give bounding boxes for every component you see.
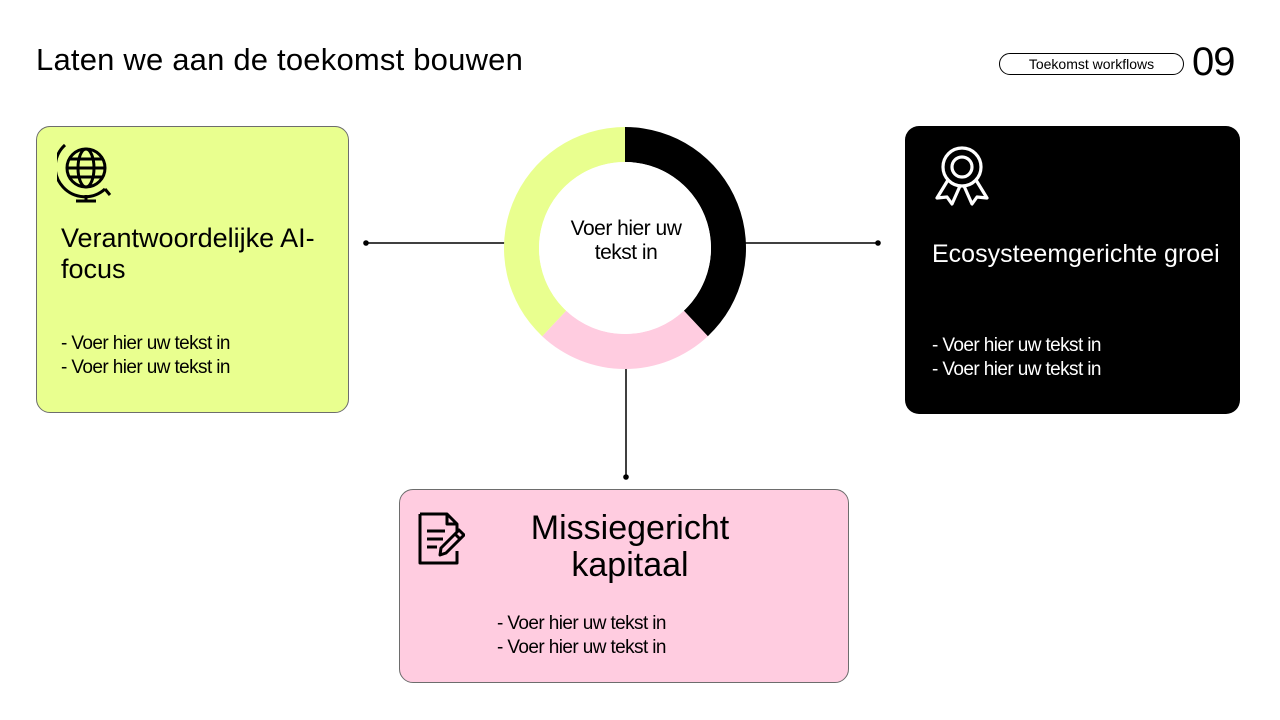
card-bottom-title-line2: kapitaal xyxy=(571,546,689,584)
card-right-bullet-2: - Voer hier uw tekst in xyxy=(932,359,1101,380)
slide-title: Laten we aan de toekomst bouwen xyxy=(36,42,524,77)
award-ribbon-icon xyxy=(935,146,989,206)
donut-segment-black xyxy=(625,127,746,337)
document-edit-icon xyxy=(418,512,465,565)
connector-right-dot xyxy=(875,240,881,246)
page-number: 09 xyxy=(1192,40,1235,84)
card-right-bullets: - Voer hier uw tekst in - Voer hier uw t… xyxy=(932,334,1101,382)
card-left-bullets: - Voer hier uw tekst in - Voer hier uw t… xyxy=(61,332,230,380)
card-bottom-title: Missiegericht kapitaal xyxy=(490,510,770,584)
connector-left-dot xyxy=(363,240,369,246)
hub-inner-circle xyxy=(539,162,711,334)
card-left-bullet-1: - Voer hier uw tekst in xyxy=(61,333,230,354)
globe-icon xyxy=(57,143,112,203)
card-bottom-bullet-1: - Voer hier uw tekst in xyxy=(497,613,666,634)
donut-segment-lime xyxy=(504,127,625,337)
hub-donut xyxy=(504,127,746,369)
hub-label: Voer hier uw tekst in xyxy=(570,217,682,264)
card-responsible-ai: Verantwoordelijke AI-focus - Voer hier u… xyxy=(36,126,349,413)
card-left-title: Verantwoordelijke AI-focus xyxy=(61,223,315,284)
card-bottom-bullets: - Voer hier uw tekst in - Voer hier uw t… xyxy=(497,612,666,660)
card-left-bullet-2: - Voer hier uw tekst in xyxy=(61,357,230,378)
connector-bottom-dot xyxy=(623,474,629,480)
card-bottom-bullet-2: - Voer hier uw tekst in xyxy=(497,637,666,658)
donut-segment-pink xyxy=(542,310,708,369)
card-bottom-title-line1: Missiegericht xyxy=(530,509,730,547)
card-right-title: Ecosysteemgerichte groei xyxy=(932,240,1220,268)
card-mission-capital: Missiegericht kapitaal - Voer hier uw te… xyxy=(399,489,849,683)
section-badge: Toekomst workflows xyxy=(999,53,1184,75)
card-ecosystem-growth: Ecosysteemgerichte groei - Voer hier uw … xyxy=(905,126,1240,414)
card-right-bullet-1: - Voer hier uw tekst in xyxy=(932,335,1101,356)
